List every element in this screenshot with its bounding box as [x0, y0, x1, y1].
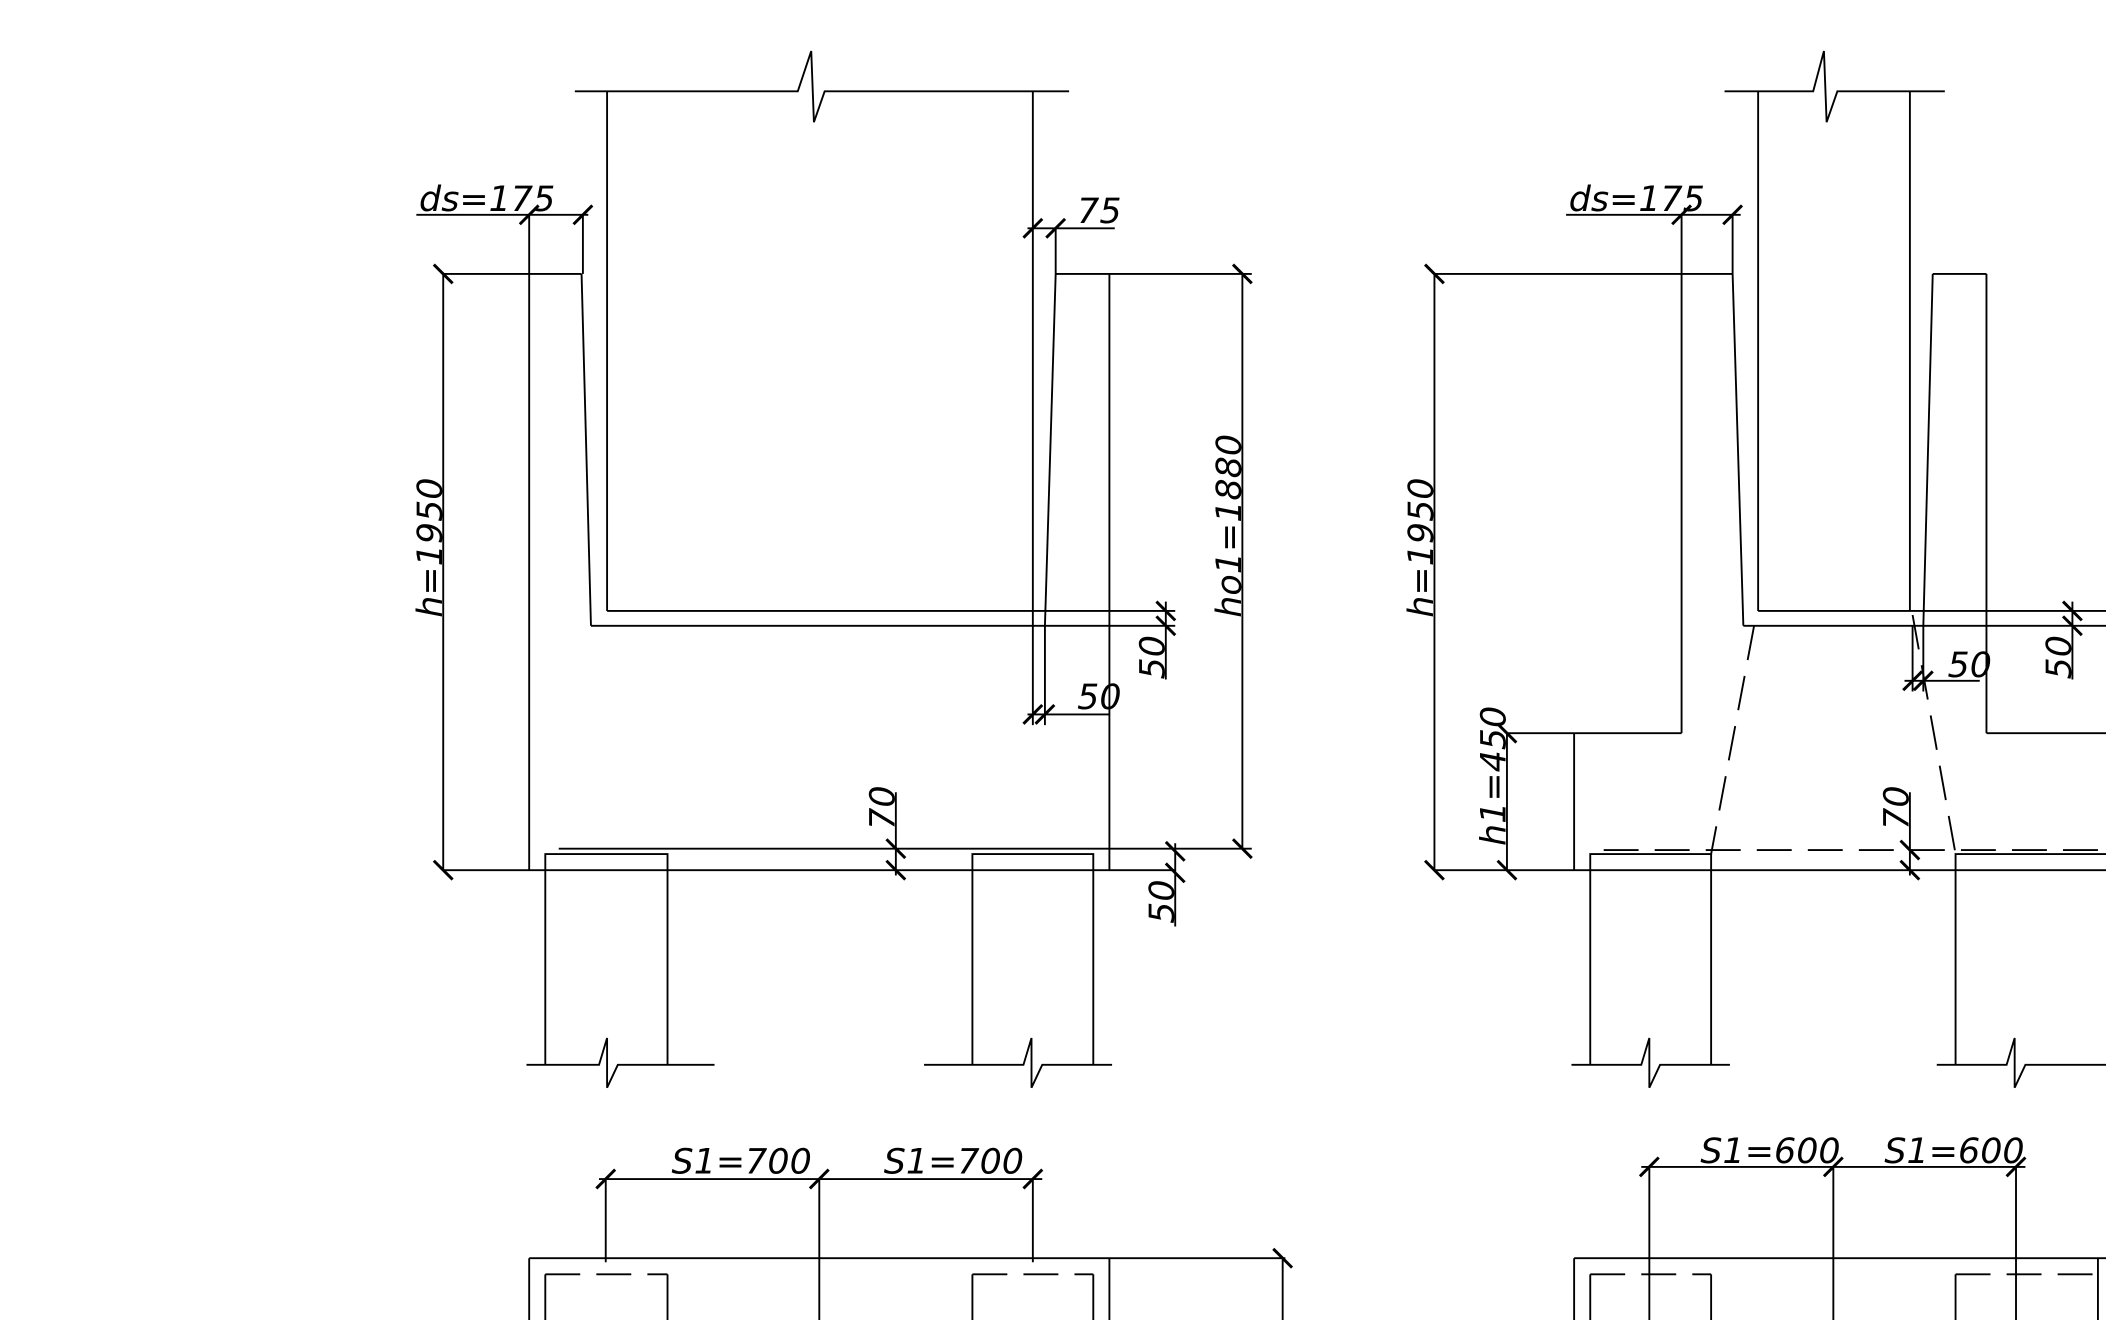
pile-right	[971, 853, 1095, 1065]
right-section: ds=175 h=1950 h1=450 50 50 70	[1402, 50, 2106, 1089]
socket-right-wall	[1922, 273, 1934, 626]
dim-ho1-label: ho1=1880	[1210, 434, 1250, 618]
left-plan: S1=700 S1=700	[528, 1143, 1294, 1320]
pyramid-left	[1710, 625, 1756, 855]
plan-s1-label-a: S1=600	[1700, 1132, 1840, 1172]
dim-h-tick	[432, 859, 454, 881]
socket-left-wall	[580, 273, 592, 626]
socket-right-wall	[1044, 273, 1057, 626]
dim-50b-tick	[1902, 670, 1924, 692]
plan-dim-tick	[1272, 1247, 1294, 1269]
dim-h-tick	[1423, 859, 1445, 881]
dim-h-label: h=1950	[1402, 477, 1442, 617]
dim-ds-label: ds=175	[1569, 180, 1705, 220]
dim-50a-tick	[1155, 600, 1177, 622]
dim-50c-tick	[1164, 862, 1186, 884]
dim-ds-label: ds=175	[419, 180, 555, 220]
dim-70-tick	[1899, 859, 1921, 881]
dim-70-label: 70	[864, 785, 904, 829]
dim-50a-label: 50	[2040, 635, 2080, 679]
dim-70-tick	[885, 838, 907, 860]
plan-s1-label-b: S1=700	[884, 1143, 1024, 1183]
pile-left-break	[526, 1037, 715, 1089]
dim-75-tick	[1022, 217, 1044, 239]
dim-ho1-tick	[1231, 263, 1253, 285]
right-plan: S1=600 S1=600	[1573, 1132, 2106, 1320]
dim-ho1-tick	[1231, 838, 1253, 860]
dim-h-label: h=1950	[411, 477, 451, 617]
pile-right-break	[1936, 1037, 2106, 1089]
dim-50c-tick	[1164, 840, 1186, 862]
dim-50c-label: 50	[1143, 879, 1183, 923]
pile-right	[1954, 853, 2106, 1065]
dim-70-tick	[1899, 839, 1921, 861]
dim-50a-label: 50	[1133, 635, 1173, 679]
pile-left-break	[1571, 1037, 1730, 1089]
column-break-line-top	[574, 50, 1070, 123]
column-break-line-top	[1724, 50, 1945, 123]
dim-50b-tick	[1034, 703, 1056, 725]
dim-50a-tick	[2061, 615, 2083, 637]
socket-left-wall	[1731, 273, 1745, 626]
dim-50b-label: 50	[1948, 646, 1992, 686]
dim-h1-tick	[1496, 722, 1518, 744]
dim-50b-label: 50	[1077, 678, 1121, 718]
dim-75-label: 75	[1077, 192, 1121, 232]
pile-right-break	[924, 1037, 1113, 1089]
dim-50b-tick	[1022, 703, 1044, 725]
dim-70-label: 70	[1878, 785, 1918, 829]
dim-50b-tick	[1912, 670, 1934, 692]
dim-50a-tick	[2061, 600, 2083, 622]
plan-s1-label-a: S1=700	[672, 1143, 812, 1183]
dim-50a-tick	[1155, 615, 1177, 637]
dim-h1-tick	[1496, 859, 1518, 881]
dim-h-tick	[1423, 263, 1445, 285]
dim-h1-label: h1=450	[1475, 706, 1515, 846]
pyramid-right	[1911, 614, 1957, 855]
pile-left	[1589, 853, 1713, 1065]
pile-left	[544, 853, 669, 1065]
plan-s1-label-b: S1=600	[1884, 1132, 2024, 1172]
left-section: ds=175 75 h=1950 ho1=1880 50 50 70	[411, 50, 1253, 1089]
dim-70-tick	[885, 859, 907, 881]
